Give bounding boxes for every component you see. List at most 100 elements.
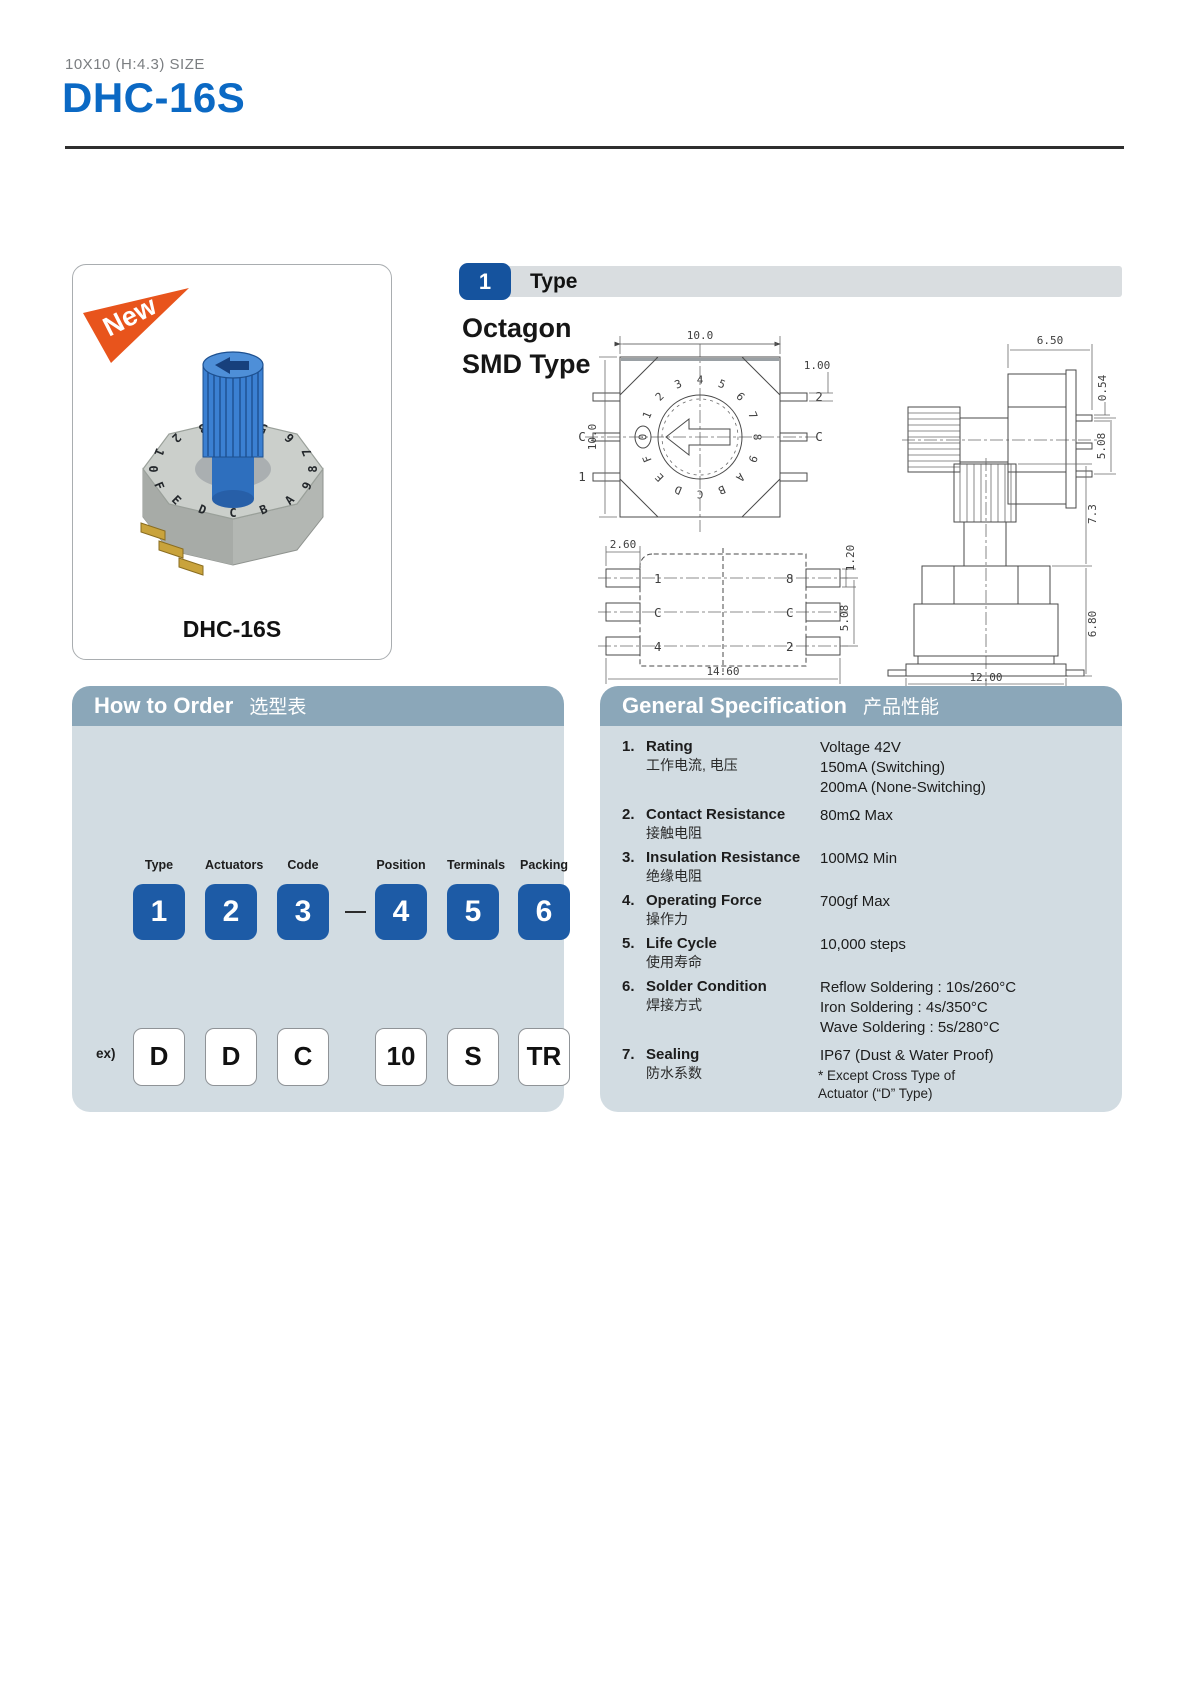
spec-row-rating: 1. Rating 工作电流, 电压 Voltage 42V 150mA (Sw… [622, 738, 1102, 798]
spec-value: IP67 (Dust & Water Proof) [820, 1047, 994, 1064]
page-title: DHC-16S [62, 74, 246, 121]
spec-name-zh: 使用寿命 [646, 954, 702, 970]
svg-text:7: 7 [745, 410, 760, 421]
order-field-example: D [133, 1028, 185, 1086]
spec-name-zh: 焊接方式 [646, 997, 702, 1013]
spec-row-sealing: 7. Sealing 防水系数 IP67 (Dust & Water Proof… [622, 1046, 1102, 1103]
pin-label: C [815, 429, 823, 444]
svg-text:A: A [733, 470, 747, 484]
general-specification-body: 1. Rating 工作电流, 电压 Voltage 42V 150mA (Sw… [600, 726, 1122, 1112]
svg-text:0: 0 [637, 434, 650, 441]
spec-value: 100MΩ Min [820, 850, 898, 867]
spec-name: Sealing [646, 1046, 700, 1063]
spec-number: 2. [622, 806, 635, 823]
svg-text:C: C [697, 488, 704, 501]
spec-name: Operating Force [646, 892, 762, 909]
type-section-title: Type [530, 270, 578, 293]
how-to-order-body: Type 1 D Actuators 2 D Code 3 C Position… [72, 726, 570, 1112]
spec-value: 80mΩ Max [820, 807, 893, 824]
spec-name-zh: 工作电流, 电压 [646, 757, 738, 773]
front-view-drawing: 7.3 6.80 12.00 [887, 458, 1099, 689]
general-specification-title: General Specification [622, 693, 847, 718]
side-view-drawing: 6.50 0.54 5.08 [902, 334, 1116, 509]
spec-name: Insulation Resistance [646, 849, 801, 866]
dim-label: 6.80 [1086, 611, 1099, 638]
order-field-example: C [277, 1028, 329, 1086]
spec-number: 3. [622, 849, 635, 866]
general-specification-panel: General Specification 产品性能 1. Rating 工作电流… [600, 686, 1122, 1112]
svg-text:1: 1 [640, 410, 655, 421]
pad-label: 8 [786, 571, 794, 586]
svg-text:D: D [673, 482, 684, 497]
order-field-number: 4 [375, 884, 427, 940]
spec-number: 4. [622, 892, 635, 909]
dim-label: 12.00 [969, 671, 1002, 684]
svg-text:2: 2 [653, 390, 667, 404]
spec-value-note: * Except Cross Type of Actuator (“D” Typ… [818, 1068, 956, 1101]
svg-text:0: 0 [146, 465, 160, 472]
pad-label: C [654, 605, 662, 620]
spec-name-zh: 绝缘电阻 [646, 868, 702, 884]
order-field-label: Terminals [447, 858, 506, 872]
svg-text:4: 4 [697, 374, 704, 387]
pad-label: 4 [654, 639, 662, 654]
svg-text:5: 5 [716, 377, 727, 392]
type-section-bar: 1 Type [459, 263, 1122, 300]
spec-row-contact-resistance: 2. Contact Resistance 接触电阻 80mΩ Max [622, 806, 1102, 841]
order-field-example: S [447, 1028, 499, 1086]
dim-label: 6.50 [1037, 334, 1064, 347]
order-field-label: Type [144, 858, 174, 872]
pad-label: 1 [654, 571, 662, 586]
land-pattern-drawing: 1 C 4 8 C 2 2.60 1.20 5.08 14.60 [598, 540, 858, 684]
spec-row-solder-condition: 6. Solder Condition 焊接方式 Reflow Solderin… [622, 978, 1102, 1038]
spec-row-operating-force: 4. Operating Force 操作力 700gf Max [622, 892, 1102, 927]
dim-label: 10.0 [687, 329, 714, 342]
svg-text:8: 8 [306, 465, 320, 472]
dim-label: 7.3 [1086, 504, 1099, 524]
spec-name: Solder Condition [646, 978, 767, 995]
order-field-number: 2 [205, 884, 257, 940]
dim-label: 14.60 [706, 665, 739, 678]
pad-label: 2 [786, 639, 794, 654]
spec-value: 700gf Max [820, 893, 891, 910]
spec-number: 1. [622, 738, 635, 755]
svg-text:F: F [640, 453, 655, 464]
spec-value: Reflow Soldering : 10s/260°C Iron Solder… [820, 979, 1017, 1036]
svg-text:3: 3 [673, 377, 684, 392]
new-badge: New [83, 288, 189, 363]
pad-label: C [786, 605, 794, 620]
product-caption: DHC-16S [182, 616, 282, 642]
order-field-number: 5 [447, 884, 499, 940]
spec-value: Voltage 42V 150mA (Switching) 200mA (Non… [820, 739, 986, 796]
order-field-example: D [205, 1028, 257, 1086]
spec-name: Contact Resistance [646, 806, 786, 823]
spec-row-insulation-resistance: 3. Insulation Resistance 绝缘电阻 100MΩ Min [622, 849, 1102, 884]
example-label: ex) [96, 1046, 116, 1061]
spec-name-zh: 接触电阻 [646, 825, 702, 841]
order-field-number: 3 [277, 884, 329, 940]
order-field-example: TR [518, 1028, 570, 1086]
general-specification-title-zh: 产品性能 [862, 697, 939, 718]
order-field-label: Actuators [205, 858, 264, 872]
spec-name: Life Cycle [646, 935, 717, 952]
how-to-order-title: How to Order [94, 693, 234, 718]
order-field-example: 10 [375, 1028, 427, 1086]
order-field-label: Packing [520, 858, 568, 872]
order-field-number: 6 [518, 884, 570, 940]
dim-label: 5.08 [1095, 433, 1108, 460]
spec-row-life-cycle: 5. Life Cycle 使用寿命 10,000 steps [622, 935, 1102, 970]
order-code-dash [345, 911, 366, 913]
svg-text:C: C [229, 506, 236, 520]
dim-label: 0.54 [1096, 374, 1109, 401]
spec-number: 7. [622, 1046, 635, 1063]
pin-label: 1 [578, 469, 586, 484]
dim-label: 1.20 [844, 545, 857, 572]
header-divider [65, 146, 1124, 149]
order-field-label: Code [287, 858, 319, 872]
dim-label: 10.0 [586, 424, 599, 451]
dim-label: 5.08 [838, 605, 851, 632]
